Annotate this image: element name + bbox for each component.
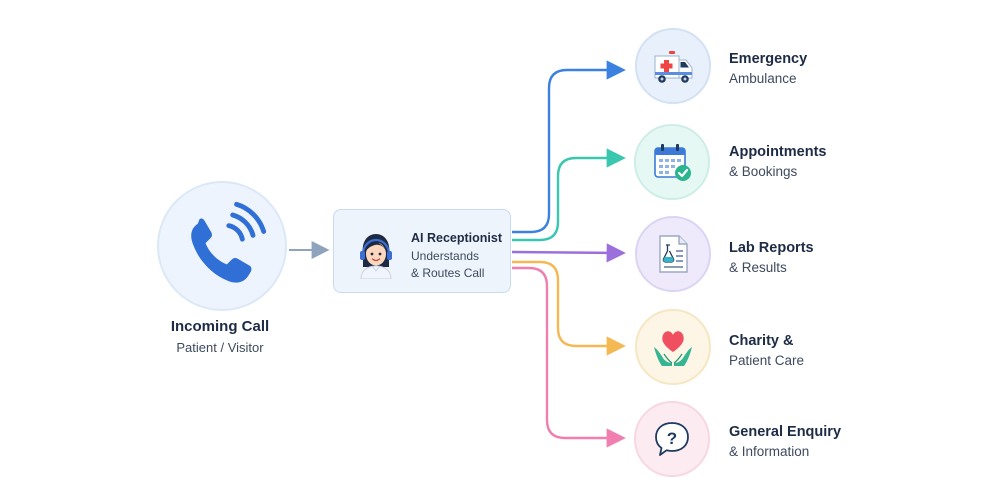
phone-icon	[191, 201, 267, 283]
destination-subtitle-appointments: & Bookings	[729, 164, 798, 179]
ambulance-icon	[654, 51, 693, 83]
destination-circle-lab-reports	[635, 216, 711, 292]
agent-description-line-2: & Routes Call	[411, 266, 485, 280]
source-title: Incoming Call	[170, 318, 270, 335]
destination-title-general-enquiry: General Enquiry	[729, 424, 842, 440]
route-connector-charity	[512, 260, 626, 356]
route-connector-emergency	[512, 60, 626, 234]
agent-description-line-1: Understands	[411, 249, 480, 263]
lab-report-icon	[659, 235, 688, 273]
destination-subtitle-charity: Patient Care	[729, 353, 805, 368]
destination-circle-emergency	[635, 28, 711, 104]
question-bubble-icon: ?	[655, 422, 689, 456]
heart-hands-icon	[654, 331, 692, 366]
receptionist-avatar-icon	[360, 234, 392, 279]
destination-title-lab-reports: Lab Reports	[729, 240, 814, 256]
destination-title-emergency: Emergency	[729, 51, 808, 67]
destination-title-charity: Charity &	[729, 333, 794, 349]
destination-title-appointments: Appointments	[729, 144, 827, 160]
destination-circle-appointments	[634, 124, 710, 200]
route-connector-general-enquiry	[512, 266, 626, 448]
destination-circle-general-enquiry: ?	[634, 401, 710, 477]
destination-subtitle-general-enquiry: & Information	[729, 444, 810, 459]
source-subtitle: Patient / Visitor	[176, 340, 264, 355]
destination-subtitle-emergency: Ambulance	[729, 71, 797, 86]
calendar-check-icon	[654, 144, 691, 181]
destination-subtitle-lab-reports: & Results	[729, 260, 787, 275]
route-connector-appointments	[512, 148, 626, 242]
incoming-call-circle	[157, 181, 287, 311]
destination-circle-charity	[635, 309, 711, 385]
route-connector-lab-reports	[511, 243, 626, 263]
agent-title: AI Receptionist	[411, 231, 502, 245]
ai-receptionist-box: AI Receptionist Understands & Routes Cal…	[333, 209, 511, 293]
svg-text:?: ?	[667, 429, 677, 448]
